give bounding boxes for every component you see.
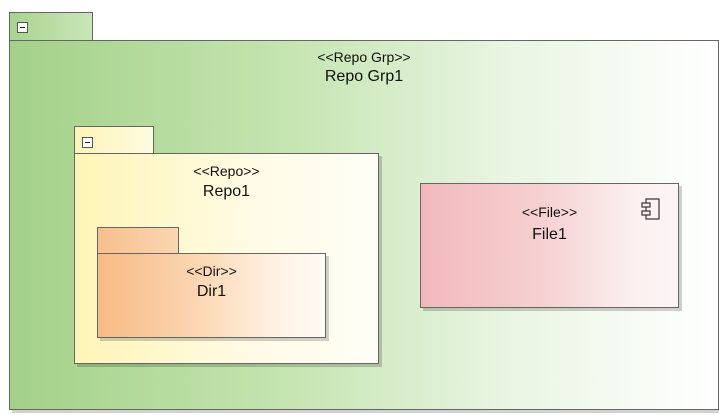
collapse-icon[interactable] — [82, 137, 93, 148]
file-stereotype: <<File>> — [521, 204, 578, 220]
collapse-icon[interactable] — [17, 22, 28, 33]
file-name: File1 — [532, 226, 567, 243]
component-icon — [641, 198, 660, 220]
repo-tab[interactable] — [74, 126, 154, 154]
dir-tab[interactable] — [97, 227, 179, 254]
dir-name: Dir1 — [196, 283, 227, 300]
dir-stereotype: <<Dir>> — [186, 263, 237, 279]
repo-group-name: Repo Grp1 — [324, 68, 404, 85]
repo-group-stereotype: <<Repo Grp>> — [317, 49, 411, 65]
repo-stereotype: <<Repo>> — [193, 163, 260, 179]
file-component[interactable]: <<File>> File1 — [420, 183, 679, 308]
dir-package[interactable]: <<Dir>> Dir1 — [97, 253, 326, 338]
repo-group-tab[interactable] — [9, 12, 93, 41]
repo-name: Repo1 — [202, 183, 251, 200]
